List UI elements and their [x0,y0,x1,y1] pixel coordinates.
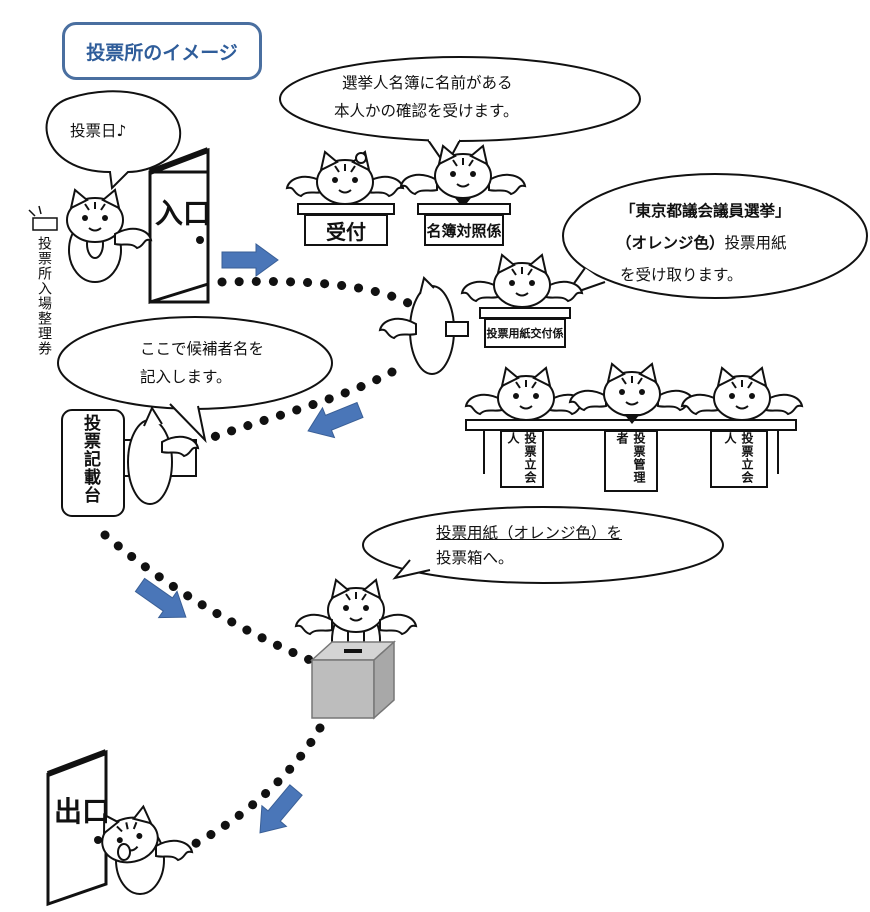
entrance-label: 入口 [155,197,212,230]
writing-desk-booth [61,409,125,517]
bubble-box-line2: 投票箱へ。 [436,549,514,567]
bubble-voting-day [45,90,182,191]
arrow-right [221,243,279,277]
bubble-check-line2: 本人かの確認を受けます。 [334,102,519,120]
ballot-color-label: （オレンジ色） [616,234,725,252]
bubble-check-line1: 選挙人名簿に名前がある [342,74,513,92]
bubble-ballot-box [362,506,724,584]
ballot-paper-label: 投票用紙 [724,234,787,252]
reception-sign: 受付 [304,214,388,246]
voter-cat-writing [127,405,199,505]
path-ballot-to-desk [200,367,397,445]
bubble-ballot-line2: （オレンジ色）投票用紙 [616,230,787,257]
manager-sign: 投票管理者 [604,430,658,492]
ballot-issue-desk-top [479,307,571,319]
manager-cat [569,363,695,424]
reception-desk-top [297,203,395,215]
path-desk-to-box [100,530,315,665]
admission-ticket-label: 投票所入場整理券 [36,236,52,356]
entrance-door [148,147,210,305]
diagram-title: 投票所のイメージ [62,22,262,80]
reception-cat [286,151,404,205]
bubble-ballot-line1: 「東京都議会議員選挙」 [620,202,791,220]
ballot-issue-cat [461,254,583,308]
bubble-write-line1: ここで候補者名を [140,340,265,358]
witness-left-sign: 投票立会人 [500,430,544,488]
voter-cat-entrance [28,189,152,283]
arrow-to-box [130,571,196,631]
witness-left-cat [465,367,587,421]
exit-door [46,749,108,907]
bubble-voting-day-text: 投票日♪ [70,122,127,140]
ballot-issue-sign: 投票用紙交付係 [484,318,566,348]
ballot-box [310,640,396,720]
witness-right-cat [681,367,803,421]
register-desk-top [417,203,511,215]
voter-cat-receiving [379,276,469,375]
bubble-box-line1: 投票用紙（オレンジ色）を [436,524,623,542]
bubble-write-line2: 記入します。 [140,368,232,386]
register-check-cat [400,145,526,208]
voter-cat-exit [95,803,193,895]
writing-desk-label: 投票記載台 [80,414,100,504]
register-check-sign: 名簿対照係 [424,214,504,246]
bubble-ballot-issue [562,173,868,299]
arrow-to-exit [247,779,309,844]
exit-label: 出口 [54,795,111,828]
path-entrance-to-ballot [217,276,425,315]
witness-right-sign: 投票立会人 [710,430,768,488]
bubble-ballot-line3: を受け取ります。 [620,266,743,284]
